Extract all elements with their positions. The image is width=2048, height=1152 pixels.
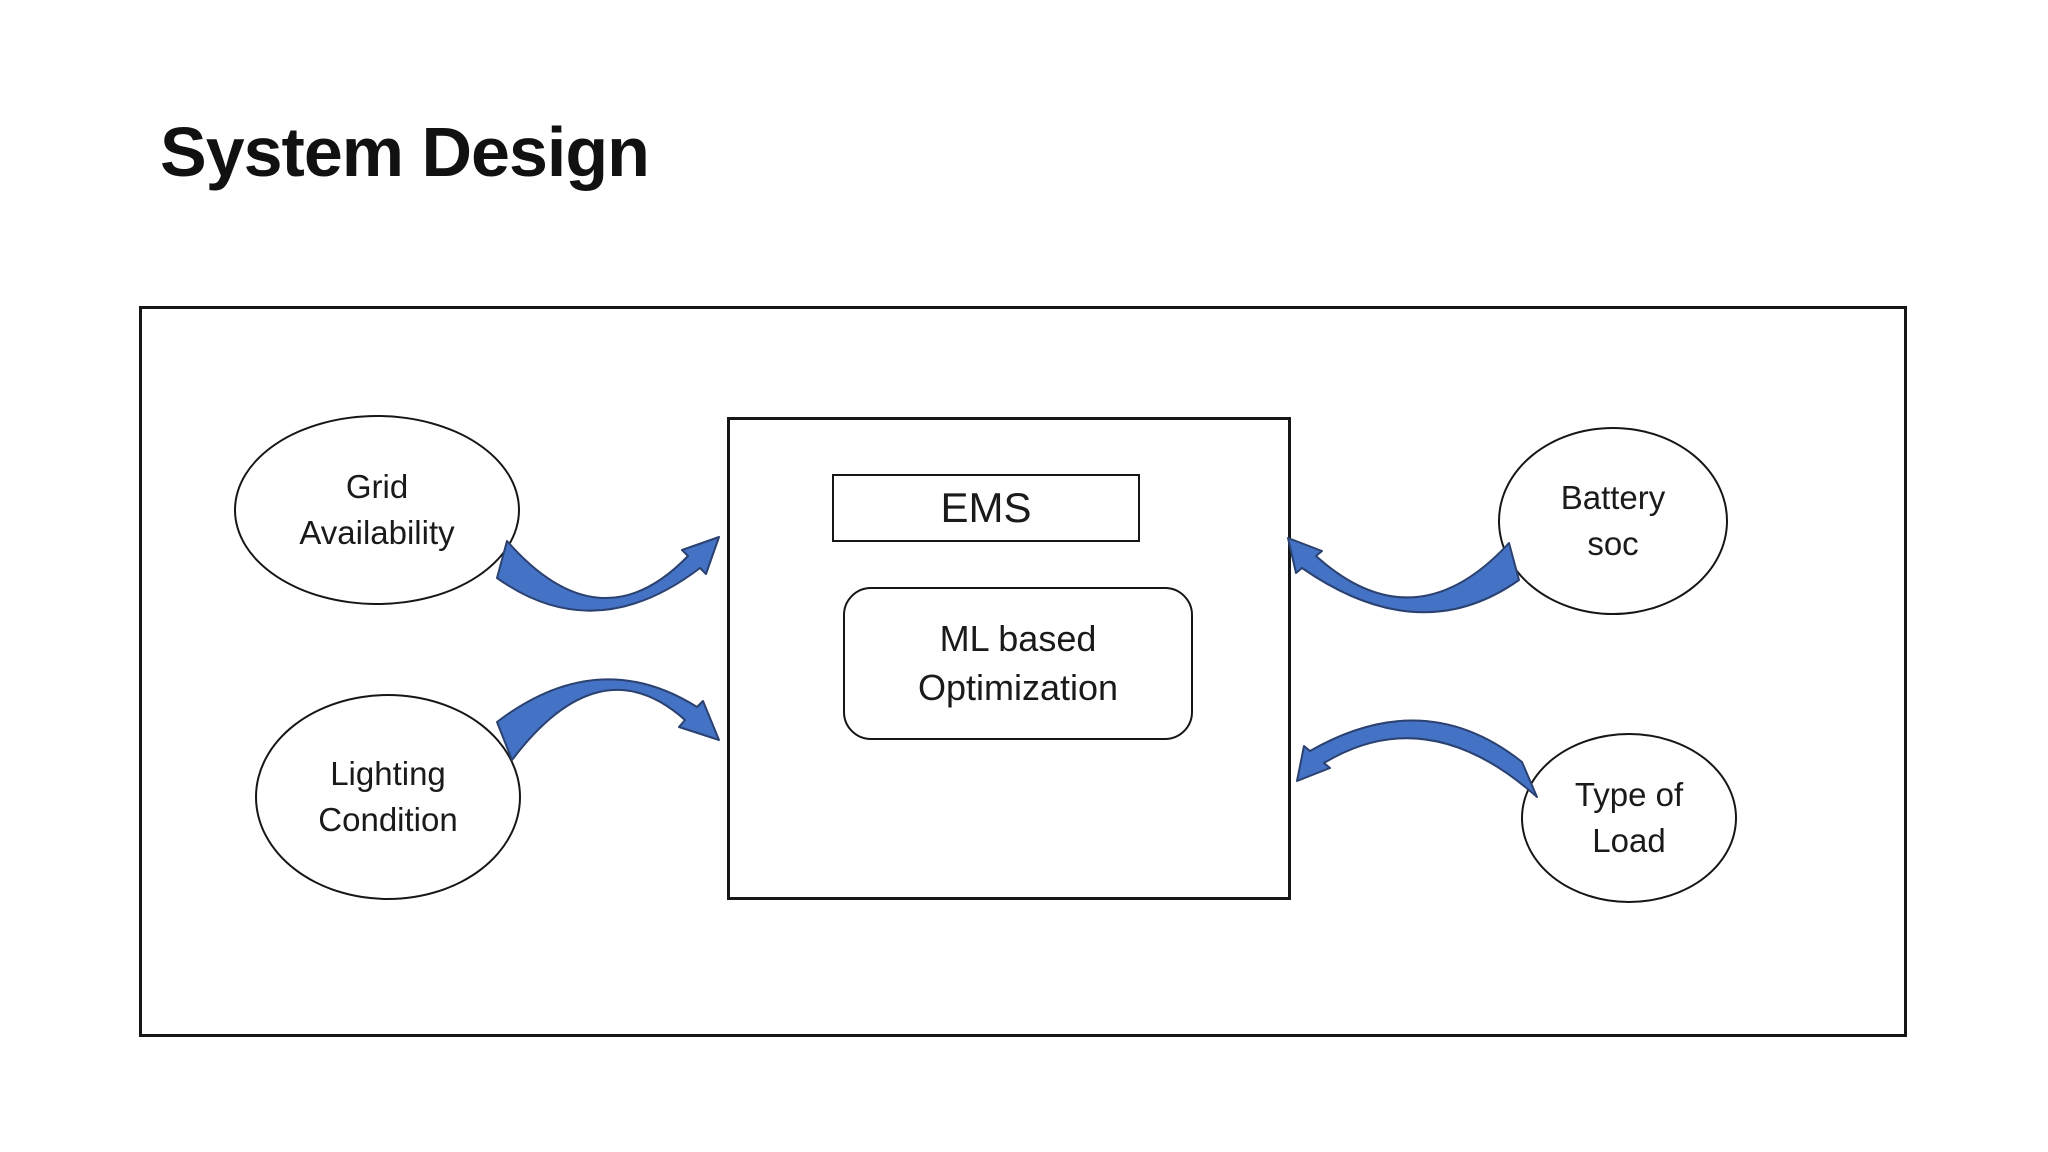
node-type-of-load: Type of Load bbox=[1521, 733, 1737, 903]
node-grid-availability: Grid Availability bbox=[234, 415, 520, 605]
node-lighting-condition: Lighting Condition bbox=[255, 694, 521, 900]
node-ml-optimization-label: ML based Optimization bbox=[917, 617, 1119, 708]
node-grid-availability-label: Grid Availability bbox=[299, 467, 455, 551]
node-lighting-condition-label: Lighting Condition bbox=[318, 754, 458, 838]
node-ml-optimization: ML based Optimization bbox=[843, 587, 1193, 740]
slide-title: System Design bbox=[160, 113, 650, 191]
node-battery-soc: Battery soc bbox=[1498, 427, 1728, 615]
node-ems: EMS bbox=[832, 474, 1140, 542]
node-battery-soc-label: Battery soc bbox=[1560, 478, 1666, 562]
node-ems-label: EMS bbox=[940, 484, 1032, 531]
node-type-of-load-label: Type of Load bbox=[1574, 775, 1684, 859]
